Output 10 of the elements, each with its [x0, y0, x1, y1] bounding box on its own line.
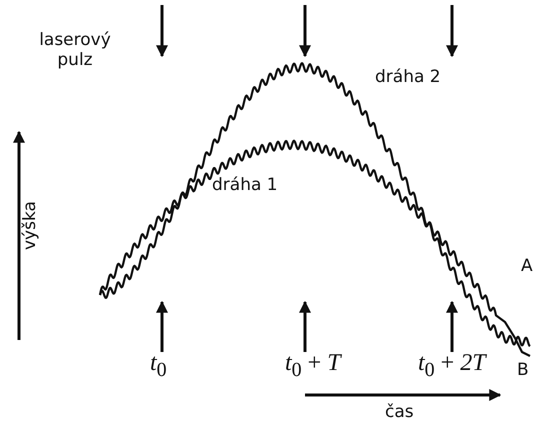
time-label: t$_{0}$ + T — [285, 350, 341, 383]
pulse-label: laserový pulz — [38, 30, 112, 70]
axis-label: čas — [385, 402, 414, 422]
time-label: t$_{0}$ + 2T — [418, 350, 486, 383]
path-label: dráha 1 — [212, 175, 278, 195]
path-label: dráha 2 — [375, 67, 441, 87]
time-label: t$_{0}$ — [150, 350, 167, 383]
end-label: A — [521, 256, 533, 276]
axis-label: výška — [20, 201, 40, 250]
end-label: B — [517, 360, 529, 380]
